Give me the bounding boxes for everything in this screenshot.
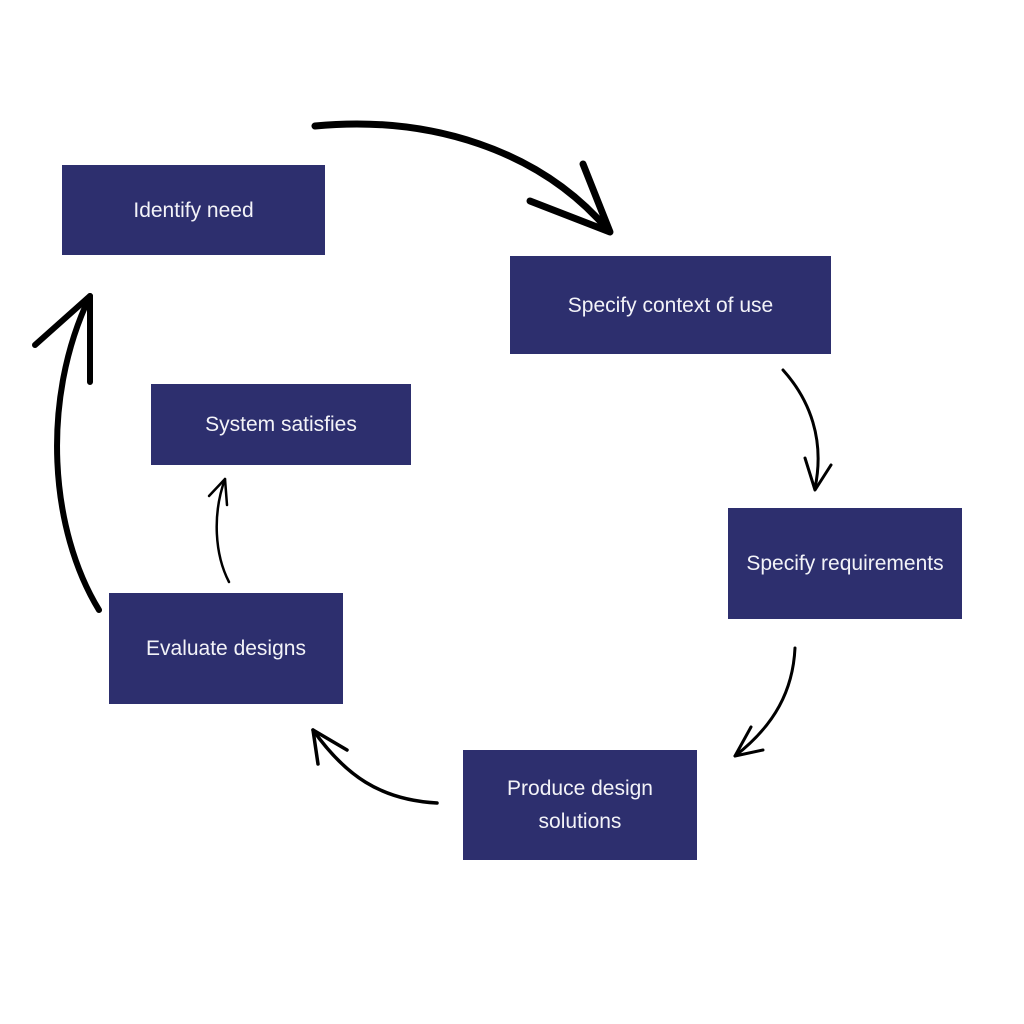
node-system-satisfies: System satisfies: [151, 384, 411, 465]
node-label: Specify context of use: [567, 293, 774, 317]
arrow-identify-to-context: [311, 120, 614, 236]
node-label: Identify need: [133, 198, 254, 222]
arrow-produce-to-evaluate: [311, 728, 439, 805]
arrow-context-to-requirements: [781, 368, 833, 492]
node-label: Produce design solutions: [507, 777, 653, 833]
node-label: Evaluate designs: [146, 637, 306, 660]
node-label: Specify requirements: [746, 552, 944, 575]
arrow-evaluate-to-satisfies: [207, 477, 231, 584]
node-specify-context-of-use: Specify context of use: [510, 256, 831, 354]
node-produce-design-solutions: Produce design solutions: [463, 750, 697, 860]
node-label: System satisfies: [205, 413, 357, 436]
node-specify-requirements: Specify requirements: [728, 508, 962, 619]
node-evaluate-designs: Evaluate designs: [109, 593, 343, 704]
arrow-evaluate-to-identify: [32, 293, 102, 613]
node-identify-need: Identify need: [62, 165, 325, 255]
arrow-requirements-to-produce: [733, 646, 797, 758]
